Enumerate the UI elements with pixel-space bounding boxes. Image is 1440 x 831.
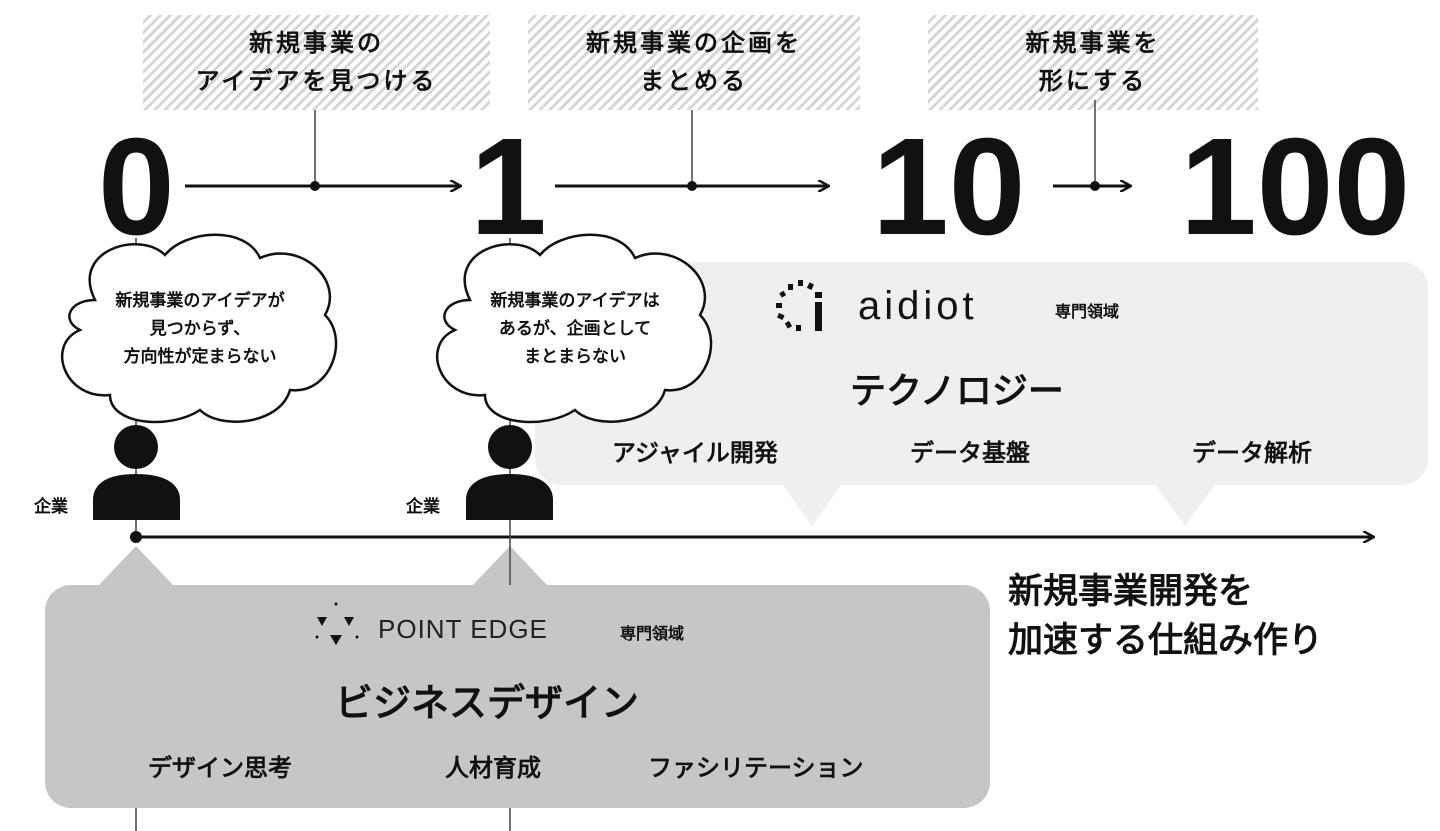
point-edge-logo: POINT EDGE xyxy=(378,614,548,644)
tech-item: データ解析 xyxy=(1192,439,1312,467)
domain-label: 専門領域 xyxy=(1055,302,1120,321)
business-design-panel xyxy=(45,585,990,808)
tech-item: データ基盤 xyxy=(910,439,1030,467)
milestone-100: 100 xyxy=(1180,110,1411,264)
milestone-1: 1 xyxy=(470,110,547,264)
tech-item: アジャイル開発 xyxy=(612,439,778,467)
company-label: 企業 xyxy=(406,497,440,517)
company-label: 企業 xyxy=(34,497,68,517)
goal-line-1: 新規事業開発を xyxy=(1008,572,1254,612)
stage-box-build: 新規事業を 形にする xyxy=(928,15,1258,110)
goal-text: 新規事業開発を 加速する仕組み作り xyxy=(1008,568,1323,666)
aidiot-logo: aidiot xyxy=(858,284,978,328)
business-design-title: ビジネスデザイン xyxy=(335,681,640,725)
milestone-0: 0 xyxy=(98,110,175,264)
panel-pointer xyxy=(1155,484,1215,526)
point-edge-logo-mark xyxy=(315,602,359,645)
milestone-10: 10 xyxy=(872,110,1026,264)
aidiot-logo-mark xyxy=(776,280,822,331)
business-item: ファシリテーション xyxy=(648,754,864,782)
business-item: デザイン思考 xyxy=(148,754,292,782)
stage-box-idea: 新規事業の アイデアを見つける xyxy=(143,15,490,110)
domain-label: 専門領域 xyxy=(620,624,685,643)
stage-box-plan: 新規事業の企画を まとめる xyxy=(528,15,860,110)
person-icon xyxy=(93,425,553,520)
concern-cloud-2: 新規事業のアイデアは あるが、企画として まとまらない xyxy=(490,291,660,368)
panel-pointer xyxy=(98,546,174,586)
concern-cloud-1: 新規事業のアイデアが 見つからず、 方向性が定まらない xyxy=(115,291,285,368)
panel-pointer xyxy=(782,484,842,526)
business-item: 人材育成 xyxy=(445,754,541,782)
goal-line-2: 加速する仕組み作り xyxy=(1008,621,1324,661)
technology-title: テクノロジー xyxy=(850,371,1064,412)
